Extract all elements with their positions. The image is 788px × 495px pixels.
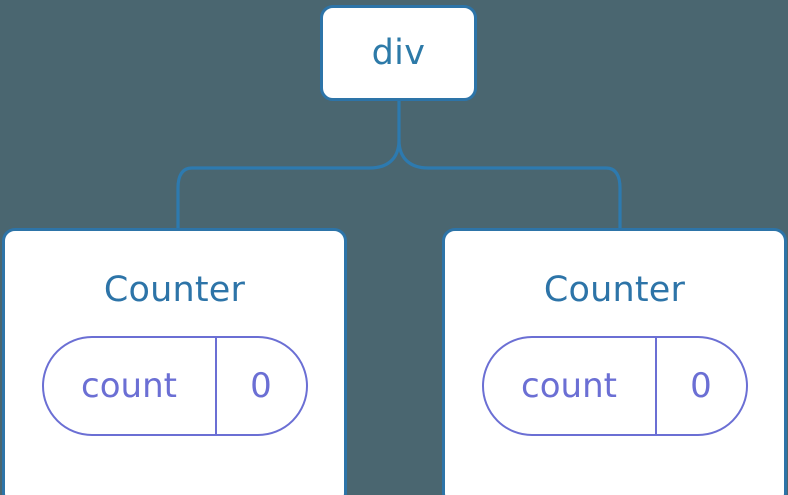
node-div-label: div (371, 32, 426, 73)
counter-title: Counter (103, 270, 246, 310)
state-key-cell: count (44, 338, 217, 434)
state-value-cell: 0 (217, 338, 306, 434)
edge-right-branch (397, 138, 622, 230)
state-value-cell: 0 (657, 338, 746, 434)
state-value-label: 0 (690, 366, 712, 406)
state-key-label: count (521, 366, 617, 406)
state-key-label: count (81, 366, 177, 406)
counter-title: Counter (543, 270, 686, 310)
state-value-label: 0 (250, 366, 272, 406)
state-pill[interactable]: count 0 (481, 336, 748, 436)
edge-stem (176, 98, 401, 230)
state-pill[interactable]: count 0 (41, 336, 308, 436)
node-counter-0[interactable]: Counter count 0 (2, 228, 347, 495)
node-counter-1[interactable]: Counter count 0 (442, 228, 787, 495)
node-div[interactable]: div (320, 5, 477, 101)
state-key-cell: count (484, 338, 657, 434)
